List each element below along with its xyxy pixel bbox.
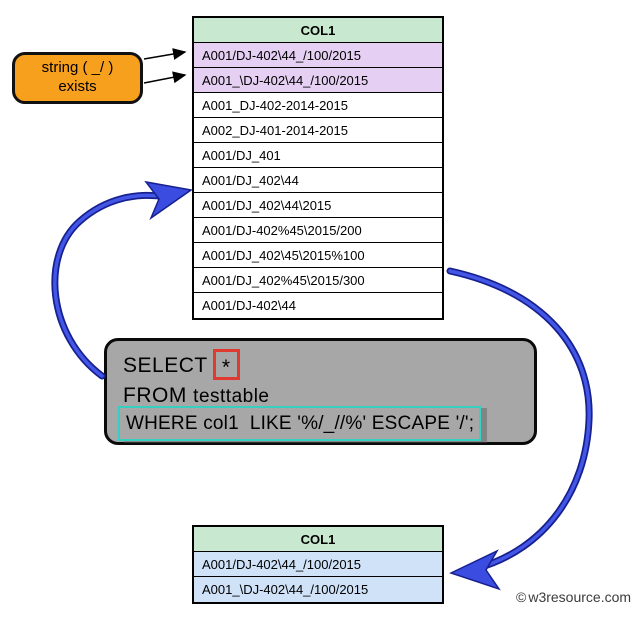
table-row: A001/DJ-402\44_/100/2015 xyxy=(194,552,442,577)
table-row: A001/DJ-402%45\2015/200 xyxy=(194,218,442,243)
table-row: A002_DJ-401-2014-2015 xyxy=(194,118,442,143)
sql-from-line: FROM testtable xyxy=(123,383,270,409)
table-row: A001_DJ-402-2014-2015 xyxy=(194,93,442,118)
table-row: A001/DJ-402\44 xyxy=(202,298,296,313)
copyright-icon: © xyxy=(516,589,527,605)
sql-table-name: testtable xyxy=(193,386,270,407)
table-row: A001/DJ_402\44 xyxy=(194,168,442,193)
callout-note: string ( _/ ) exists xyxy=(12,52,143,104)
callout-line2: exists xyxy=(58,78,97,95)
sql-query-box: SELECT* FROM testtable WHERE col1 LIKE '… xyxy=(104,338,537,445)
sql-select-line: SELECT* xyxy=(123,348,240,381)
table-row: A001/DJ_402%45\2015/300 xyxy=(194,268,442,293)
table-row: A001/DJ-402\44_/100/2015 xyxy=(194,43,442,68)
table-row: A001_\DJ-402\44_/100/2015 xyxy=(194,577,442,602)
sql-select-keyword: SELECT xyxy=(123,354,208,377)
sql-where-highlight: WHERE col1 LIKE '%/_//%' ESCAPE '/'; xyxy=(118,406,481,441)
table-header: COL1 xyxy=(194,18,442,43)
watermark: © w3resource.com xyxy=(516,589,631,605)
callout-arrow-icon xyxy=(143,48,187,84)
table-row: A001/DJ_402\44\2015 xyxy=(194,193,442,218)
table-row: A001_\DJ-402\44_/100/2015 xyxy=(194,68,442,93)
table-row: A001/DJ_401 xyxy=(194,143,442,168)
callout-line1: string ( _/ ) xyxy=(41,59,114,77)
select-star-highlight: * xyxy=(212,348,240,380)
watermark-text: w3resource.com xyxy=(528,589,632,605)
table-header: COL1 xyxy=(194,527,442,552)
sql-from-keyword: FROM xyxy=(123,384,187,407)
table-row: A001/DJ_402\45\2015%100 xyxy=(194,243,442,268)
